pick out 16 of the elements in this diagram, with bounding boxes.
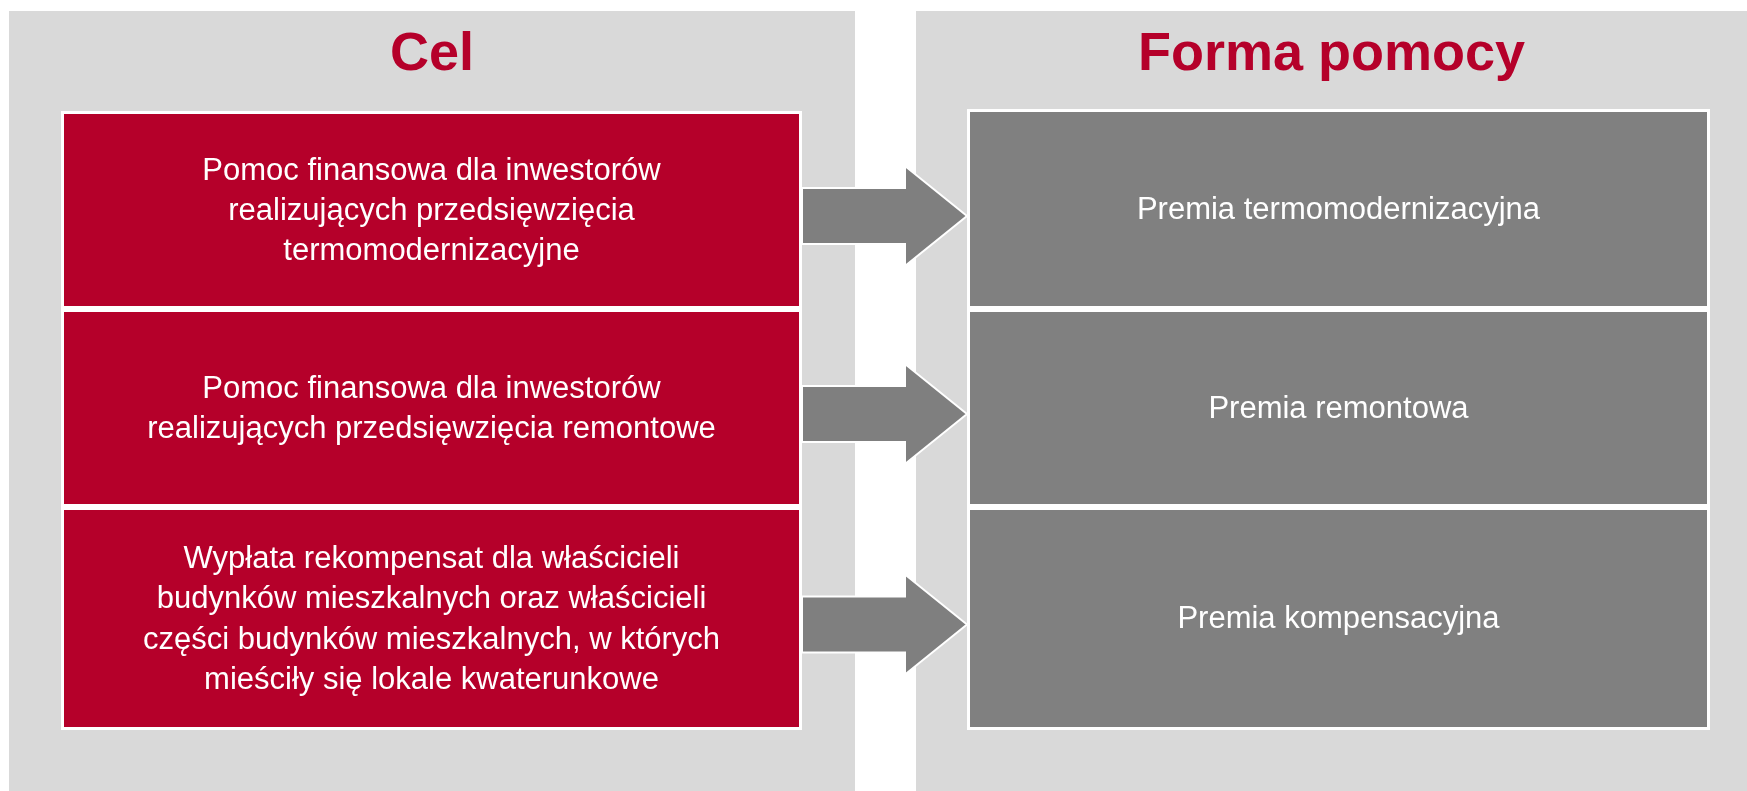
box-text: Wypłata rekompensat dla właścicieli budynków mieszkalnych oraz właścicieli części budynków mieszkalnych, w których mieściły się lokale kwaterunkowe — [141, 538, 722, 698]
aid-form-box — [967, 507, 1710, 730]
aid-form-box — [967, 309, 1710, 507]
box-text: Pomoc finansowa dla inwestorów realizujących przedsięwzięcia remontowe — [146, 368, 717, 447]
box-text: Pomoc finansowa dla inwestorów realizujących przedsięwzięcia termomodernizacyjne — [201, 150, 662, 270]
panel-heading: Forma pomocy — [1136, 20, 1527, 83]
box-text: Premia kompensacyjna — [1177, 599, 1500, 638]
panel-heading: Cel — [388, 20, 475, 83]
goal-box — [61, 309, 802, 507]
aid-form-box — [967, 109, 1710, 309]
goal-box — [61, 111, 802, 309]
box-text: Premia remontowa — [1208, 388, 1469, 427]
box-text: Premia termomodernizacyjna — [1136, 189, 1541, 228]
goal-box — [61, 507, 802, 730]
panel-background — [916, 11, 1747, 791]
panel-background — [9, 11, 855, 791]
